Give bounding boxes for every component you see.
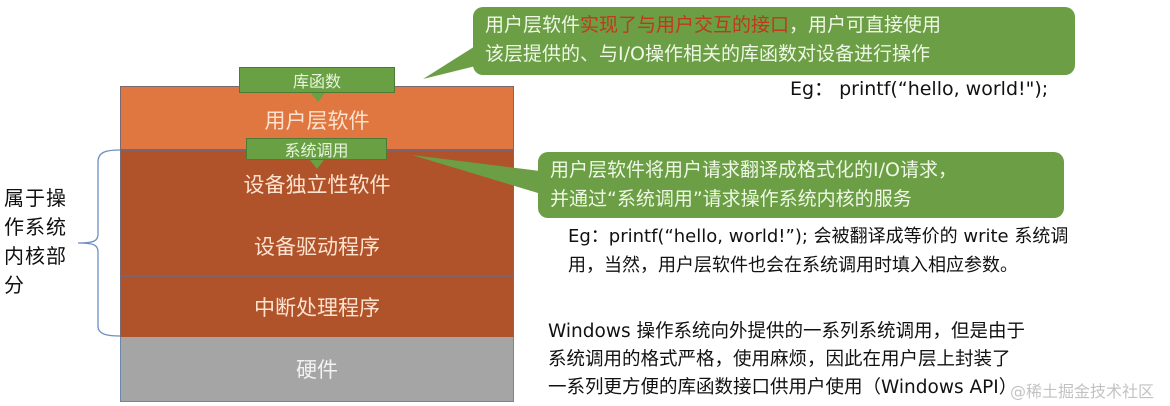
windows-api-note: Windows 操作系统向外提供的一系列系统调用，但是由于 系统调用的格式严格，… <box>548 318 1025 402</box>
layer-interrupt-handler-label: 中断处理程序 <box>254 296 380 320</box>
callout-system-call: 用户层软件将用户请求翻译成格式化的I/O请求， 并通过“系统调用”请求操作系统内… <box>538 152 1064 218</box>
watermark: @稀土掘金技术社区 <box>1010 382 1155 401</box>
layer-user-software-label: 用户层软件 <box>264 109 370 133</box>
layer-device-driver-label: 设备驱动程序 <box>254 235 380 259</box>
layer-hardware: 硬件 <box>120 337 514 402</box>
windows-note-line3: 一系列更方便的库函数接口供用户使用（Windows API） <box>548 377 1018 398</box>
layer-hardware-label: 硬件 <box>296 358 338 382</box>
callout-top-line2: 该层提供的、与I/O操作相关的库函数对设备进行操作 <box>485 43 930 65</box>
library-function-label: 库函数 <box>292 72 341 91</box>
callout-top-highlight: 实现了与用户交互的接口 <box>580 14 790 36</box>
example-mid-line2: 用，当然，用户层软件也会在系统调用时填入相应参数。 <box>568 255 1018 276</box>
example-printf-top: Eg： printf(“hello, world!"); <box>790 78 1049 100</box>
callout-mid-line1: 用户层软件将用户请求翻译成格式化的I/O请求， <box>550 159 957 181</box>
down-arrow-icon <box>311 93 325 102</box>
system-call-tab: 系统调用 <box>246 138 387 160</box>
callout-mid-line2: 并通过“系统调用”请求操作系统内核的服务 <box>550 188 912 210</box>
layer-interrupt-handler: 中断处理程序 <box>120 275 514 337</box>
down-arrow-icon <box>310 160 324 169</box>
callout-user-interface: 用户层软件实现了与用户交互的接口，用户可直接使用 该层提供的、与I/O操作相关的… <box>473 7 1075 75</box>
windows-note-line1: Windows 操作系统向外提供的一系列系统调用，但是由于 <box>548 321 1025 342</box>
example-printf-mid: Eg：printf(“hello, world!”); 会被翻译成等价的 wri… <box>568 222 1068 280</box>
windows-note-line2: 系统调用的格式严格，使用麻烦，因此在用户层上封装了 <box>548 349 1011 370</box>
layer-device-independent-label: 设备独立性软件 <box>243 173 391 197</box>
kernel-part-label: 属于操作系统内核部分 <box>4 186 67 297</box>
curly-brace-icon <box>77 149 121 337</box>
library-function-tab: 库函数 <box>239 67 395 93</box>
system-call-label: 系统调用 <box>284 141 349 160</box>
example-mid-line1: Eg：printf(“hello, world!”); 会被翻译成等价的 wri… <box>568 226 1069 247</box>
callout-top-text-pre: 用户层软件 <box>485 14 581 36</box>
callout-top-text-post: ，用户可直接使用 <box>789 14 942 36</box>
callout-tail-mid-icon <box>412 155 548 196</box>
